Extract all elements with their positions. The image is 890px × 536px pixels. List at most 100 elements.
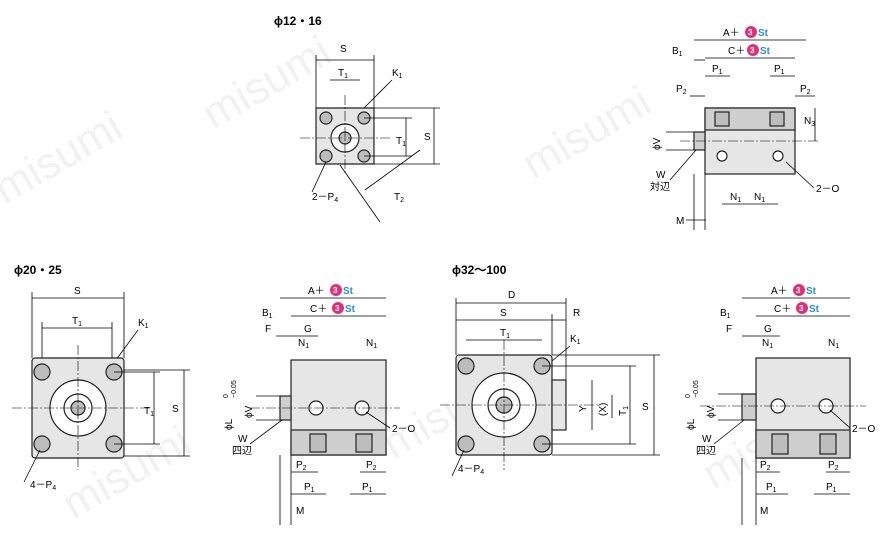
- label-r: R: [573, 308, 580, 319]
- rod-end-32: [741, 393, 757, 421]
- label-p1-20: P1: [304, 482, 315, 494]
- label-b1-20: B1: [262, 308, 273, 320]
- svg-text:F: F: [726, 324, 732, 335]
- svg-text:3: 3: [750, 46, 755, 55]
- label-k1-20: K1: [138, 318, 149, 330]
- svg-text:ϕV: ϕV: [244, 405, 255, 418]
- label-p2: P2: [676, 84, 687, 96]
- label-t2: T2: [394, 192, 404, 204]
- label-tol-top: 0: [223, 394, 230, 398]
- svg-text:S: S: [500, 308, 507, 319]
- phi12-16-side-view: A＋ 3 St C＋ 3 St B1 P1 P1 P2 P2 N3: [650, 26, 840, 230]
- label-p2-32: P2: [760, 460, 771, 472]
- svg-text:−0.05: −0.05: [693, 380, 700, 398]
- label-p1-32b: P1: [826, 482, 837, 494]
- label-m: M: [676, 216, 684, 227]
- label-4-p4-32: 4－P4: [458, 464, 484, 476]
- heading-phi32-100: ϕ32～100: [452, 263, 507, 277]
- svg-text:A＋: A＋: [308, 286, 325, 297]
- label-4-p4: 4－P4: [30, 480, 56, 492]
- svg-text:G: G: [764, 324, 772, 335]
- label-2-p4: 2－P4: [312, 192, 338, 204]
- svg-text:ϕV: ϕV: [706, 405, 717, 418]
- svg-text:3: 3: [796, 286, 801, 295]
- label-n1b: N1: [754, 192, 765, 204]
- svg-text:3: 3: [333, 286, 338, 295]
- port-hole-1: [716, 150, 728, 162]
- label-taihen: 対辺: [650, 180, 670, 193]
- svg-text:C＋: C＋: [310, 304, 327, 315]
- label-p2-20: P2: [296, 460, 307, 472]
- label-k1-32: K1: [570, 334, 581, 346]
- heading-phi12-16: ϕ12・16: [274, 14, 322, 28]
- label-w: W: [656, 170, 666, 181]
- svg-text:St: St: [343, 286, 354, 297]
- svg-text:M: M: [760, 506, 768, 517]
- label-t1-32: T1: [500, 328, 510, 340]
- label-tol-bot: −0.05: [231, 380, 238, 398]
- svg-text:M: M: [296, 506, 304, 517]
- svg-text:W: W: [238, 434, 248, 445]
- watermark-text: misumi: [0, 102, 130, 214]
- label-t1-vert: T1: [396, 136, 406, 148]
- label-t1-20-vert: T1: [144, 406, 154, 418]
- phi32-100-front-view: ϕ32～100 D S R T1 K1 Y (X): [440, 263, 660, 477]
- label-s: S: [340, 44, 347, 55]
- label-x: (X): [598, 403, 609, 416]
- phi20-25-front-view: ϕ20・25 S T1 K1 S T1 4－P4: [12, 263, 190, 492]
- phi32-100-side-view: A＋ 3 St C＋ 3 St B1 F G N1 N1 ϕL 0 −0.05 …: [685, 284, 876, 525]
- mount-hole-bl: [319, 149, 333, 163]
- svg-text:St: St: [345, 304, 356, 315]
- svg-text:St: St: [806, 286, 817, 297]
- label-c: C＋: [728, 46, 745, 57]
- label-s-20: S: [74, 286, 81, 297]
- label-p1-32: P1: [766, 482, 777, 494]
- label-n1: N1: [730, 192, 741, 204]
- svg-text:3: 3: [335, 304, 340, 313]
- label-a: A＋: [723, 28, 740, 39]
- label-phi-v: ϕV: [652, 137, 663, 150]
- phi20-25-side-view: A＋ 3 St C＋ 3 St B1 F G N1 N1 ϕL 0 −0.05 …: [223, 284, 416, 525]
- label-b1-32: B1: [720, 308, 731, 320]
- label-st: St: [758, 28, 769, 39]
- port-hole-2: [772, 150, 784, 162]
- svg-text:ϕL: ϕL: [686, 418, 697, 430]
- port-left: [714, 111, 730, 127]
- label-g: G: [304, 324, 312, 335]
- svg-text:2－O: 2－O: [392, 424, 416, 435]
- label-t1-20: T1: [72, 316, 82, 328]
- svg-text:A＋: A＋: [771, 286, 788, 297]
- label-t1: T1: [338, 68, 348, 80]
- label-k1: K1: [392, 68, 403, 80]
- stroke-badge: [745, 26, 757, 38]
- label-n1-20: N1: [298, 338, 309, 350]
- label-p1b: P1: [774, 64, 785, 76]
- label-n1-32b: N1: [828, 338, 839, 350]
- label-p1-20b: P1: [362, 482, 373, 494]
- svg-text:W: W: [702, 434, 712, 445]
- port-right: [769, 111, 785, 127]
- label-phi-l: ϕL: [224, 418, 235, 430]
- phi12-16-front-view: ϕ12・16 S T1 K1 S T1 T2: [274, 14, 440, 223]
- svg-text:四辺: 四辺: [696, 445, 716, 457]
- badge-text: 3: [748, 28, 753, 37]
- mount-hole-20-tl: [33, 363, 51, 381]
- label-n3: N3: [804, 116, 815, 128]
- label-s-vert: S: [424, 132, 431, 143]
- label-p1: P1: [712, 64, 723, 76]
- label-n1-32: N1: [762, 338, 773, 350]
- label-t1-32-vert: T1: [618, 406, 630, 416]
- mount-hole-20-bl: [33, 435, 51, 453]
- mount-hole-tl: [319, 111, 333, 125]
- svg-text:2－O: 2－O: [852, 424, 876, 435]
- svg-text:0: 0: [685, 394, 692, 398]
- label-yonhen: 四辺: [232, 445, 252, 457]
- heading-phi20-25: ϕ20・25: [14, 263, 62, 277]
- label-n1-20b: N1: [366, 338, 377, 350]
- label-d: D: [508, 290, 515, 301]
- label-f: F: [265, 324, 271, 335]
- label-p2-20b: P2: [366, 460, 377, 472]
- watermark-text: misumi: [514, 77, 659, 189]
- label-y: Y: [578, 405, 589, 412]
